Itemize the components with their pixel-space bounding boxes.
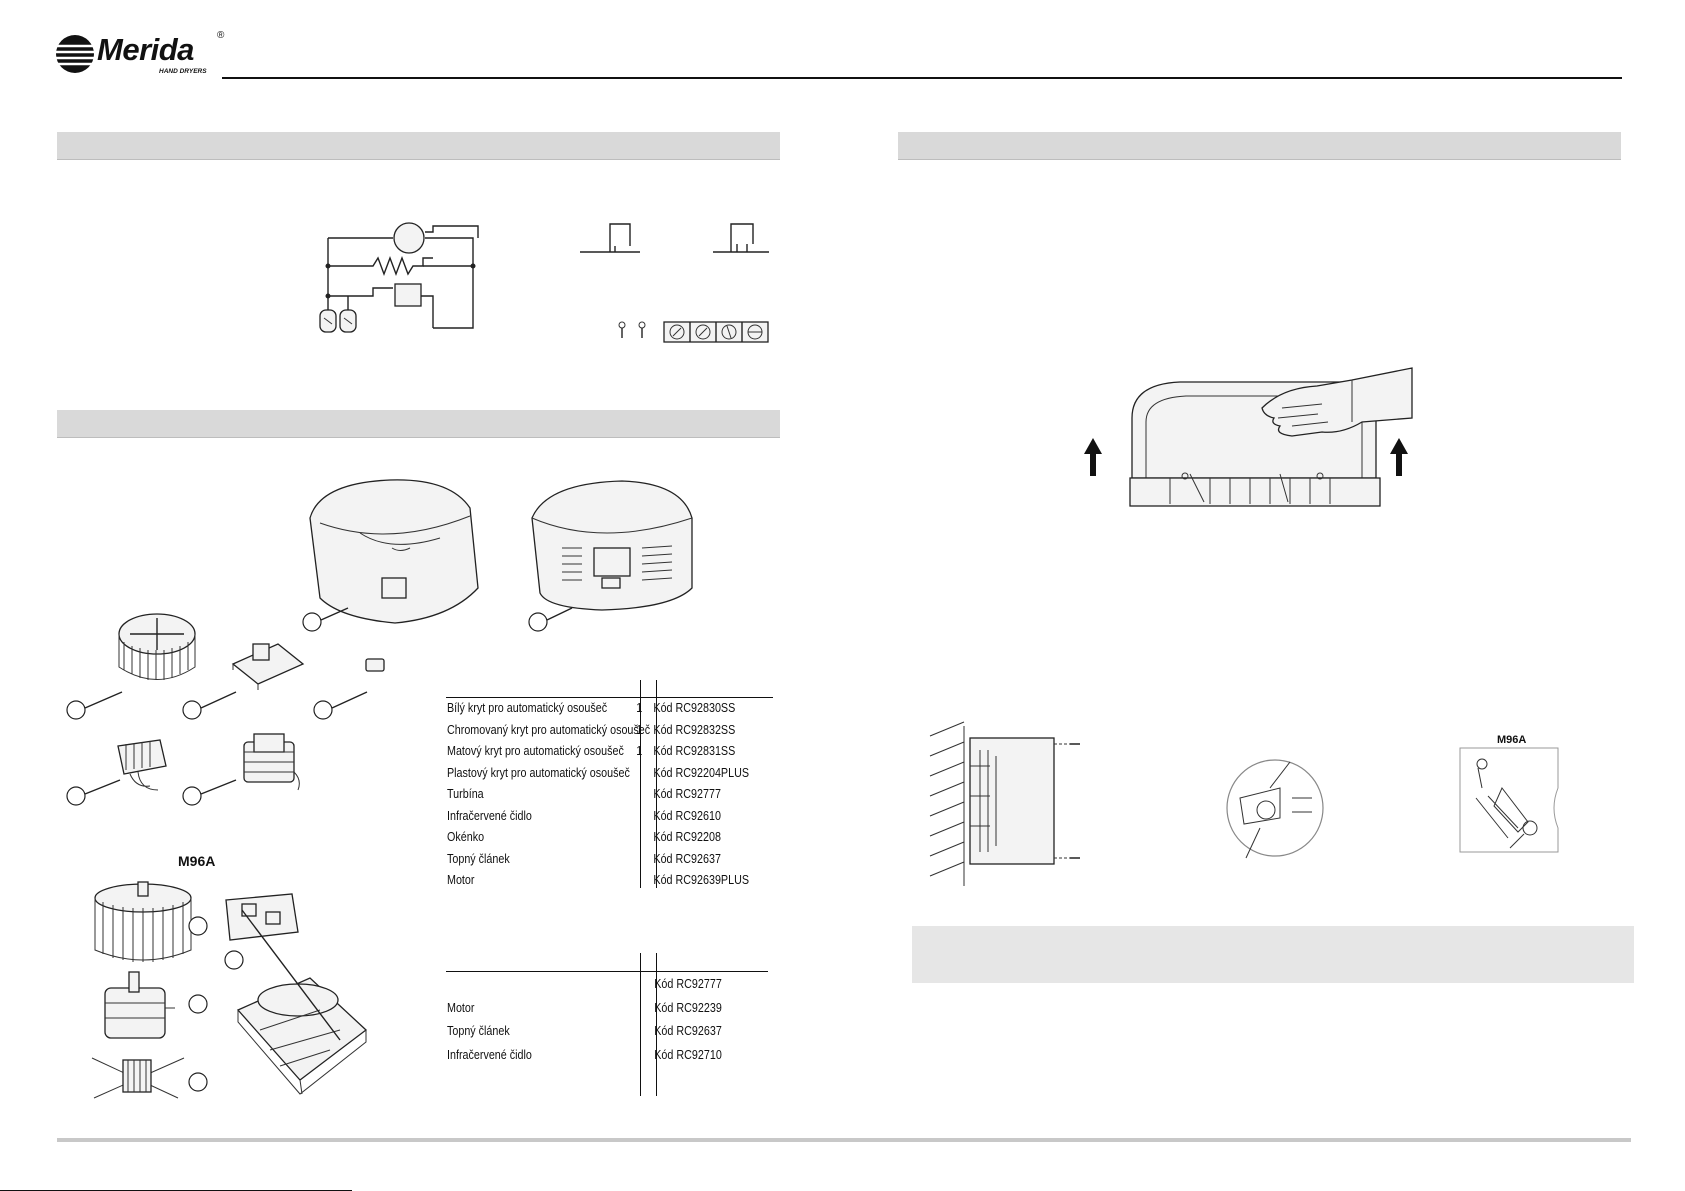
part-code: Kód RC92204PLUS xyxy=(653,765,750,780)
footer-rule xyxy=(57,1138,1631,1142)
table-row: Motor Kód RC92239 xyxy=(447,998,774,1018)
brand-logo: Merida ® HAND DRYERS xyxy=(55,30,235,80)
table-row: Kód RC92777 xyxy=(447,974,774,994)
note-box xyxy=(912,926,1634,983)
merida-logo-icon xyxy=(55,35,95,73)
callout-circle-icon xyxy=(188,916,208,936)
part-name: Matový kryt pro automatický osoušeč xyxy=(447,744,624,758)
window-part-drawing xyxy=(365,658,385,672)
m96a-sensor-detail-drawing xyxy=(1459,747,1559,853)
heater-element-drawing xyxy=(117,739,167,791)
part-qty: 1 xyxy=(636,701,643,715)
cover-drawing-chrome xyxy=(531,480,693,611)
terminal-block xyxy=(618,321,769,343)
part-code: Kód RC92777 xyxy=(653,787,721,801)
parts-table-1: Bílý kryt pro automatický osoušeč 1 Kód … xyxy=(447,698,774,888)
callout-circle-icon xyxy=(66,779,121,806)
switch-symbol-left xyxy=(580,223,640,253)
callout-circle-icon xyxy=(188,994,208,1014)
callout-circle-icon xyxy=(224,950,244,970)
table-row: Motor Kód RC92639PLUS xyxy=(447,870,774,890)
part-code: Kód RC92639PLUS xyxy=(653,873,750,887)
registered-mark: ® xyxy=(217,30,225,41)
part-name: Plastový kryt pro automatický osoušeč xyxy=(447,765,630,780)
part-qty: 1 xyxy=(636,722,643,737)
wall-mount-side-drawing xyxy=(929,721,1080,886)
motor-symbol-icon xyxy=(393,222,425,254)
part-code: Kód RC92610 xyxy=(653,808,721,823)
sensor-adjust-detail-drawing xyxy=(1226,759,1324,859)
part-qty: 1 xyxy=(636,744,643,758)
table-row: Turbína Kód RC92777 xyxy=(447,784,774,804)
parts-table-1-divider-a xyxy=(640,680,641,888)
part-code: Kód RC92831SS xyxy=(653,744,736,758)
part-name: Infračervené čidlo xyxy=(447,1047,532,1062)
section-band-cover-removal xyxy=(898,132,1621,160)
callout-circle-icon xyxy=(302,607,349,632)
m96a-heater-drawing xyxy=(91,1057,185,1099)
parts-table-2: Kód RC92777 Motor Kód RC92239 Topný člán… xyxy=(447,974,774,1074)
table-row: Matový kryt pro automatický osoušeč 1 Kó… xyxy=(447,741,774,761)
heater-resistor-icon xyxy=(328,256,433,276)
table-row: Infračervené čidlo Kód RC92610 xyxy=(447,806,774,826)
part-name: Topný článek xyxy=(447,1024,510,1038)
section-band-parts xyxy=(57,410,780,438)
parts-table-2-divider-b xyxy=(656,953,657,1096)
parts-table-2-divider-a xyxy=(640,953,641,1096)
part-code: Kód RC92710 xyxy=(654,1047,722,1062)
part-name: Motor xyxy=(447,1000,475,1015)
m96a-motor-drawing xyxy=(104,971,175,1039)
part-code: Kód RC92637 xyxy=(654,1024,722,1038)
up-arrow-icon xyxy=(1084,438,1102,476)
cover-drawing-white xyxy=(309,479,479,624)
switch-symbol-right xyxy=(713,223,769,253)
motor-drawing xyxy=(243,733,300,791)
hand-lifting-cover-drawing xyxy=(1261,367,1413,437)
callout-circle-icon xyxy=(182,691,237,720)
part-name: Infračervené čidlo xyxy=(447,808,532,823)
part-code: Kód RC92830SS xyxy=(653,701,736,715)
header-rule xyxy=(222,77,1622,79)
m96a-sensor-board-drawing xyxy=(225,893,299,941)
turbine-drawing xyxy=(118,613,196,680)
part-name: Turbína xyxy=(447,787,484,801)
m96a-turbine-drawing xyxy=(94,881,192,962)
table-row: Infračervené čidlo Kód RC92710 xyxy=(447,1045,774,1065)
table-row: Plastový kryt pro automatický osoušeč Kó… xyxy=(447,763,774,783)
part-name: Motor xyxy=(447,873,475,887)
brand-name: Merida xyxy=(97,32,194,67)
part-code: Kód RC92239 xyxy=(654,1000,722,1015)
table-row: Bílý kryt pro automatický osoušeč 1 Kód … xyxy=(447,698,774,718)
callout-circle-icon xyxy=(188,1072,208,1092)
m96a-base-assembly-drawing xyxy=(236,909,368,1095)
up-arrow-icon xyxy=(1390,438,1408,476)
table-row: Okénko Kód RC92208 xyxy=(447,827,774,847)
wiring-diagram xyxy=(319,222,479,333)
part-code: Kód RC92777 xyxy=(654,977,722,991)
part-code: Kód RC92208 xyxy=(653,830,721,844)
part-name: Topný článek xyxy=(447,851,510,866)
part-name: Chromovaný kryt pro automatický osoušeč xyxy=(447,722,651,737)
callout-circle-icon xyxy=(528,607,573,632)
callout-circle-icon xyxy=(313,691,368,720)
table-row: Topný článek Kód RC92637 xyxy=(447,1021,774,1041)
part-code: Kód RC92832SS xyxy=(653,722,736,737)
table-row: Chromovaný kryt pro automatický osoušeč … xyxy=(447,720,774,740)
callout-circle-icon xyxy=(182,779,237,806)
parts-table-1-rule-top xyxy=(446,697,773,698)
parts-table-2-rule-top xyxy=(446,971,768,972)
section-band-wiring xyxy=(57,132,780,160)
model-label-m96a: M96A xyxy=(178,853,216,869)
part-name: Okénko xyxy=(447,830,485,844)
parts-table-1-divider-b xyxy=(656,680,657,888)
brand-subtitle: HAND DRYERS xyxy=(159,68,207,75)
part-code: Kód RC92637 xyxy=(653,851,721,866)
part-name: Bílý kryt pro automatický osoušeč xyxy=(447,701,608,715)
model-label-m96a-right: M96A xyxy=(1497,734,1527,746)
callout-circle-icon xyxy=(66,691,123,720)
sensor-board-drawing xyxy=(231,643,305,690)
table-row: Topný článek Kód RC92637 xyxy=(447,849,774,869)
